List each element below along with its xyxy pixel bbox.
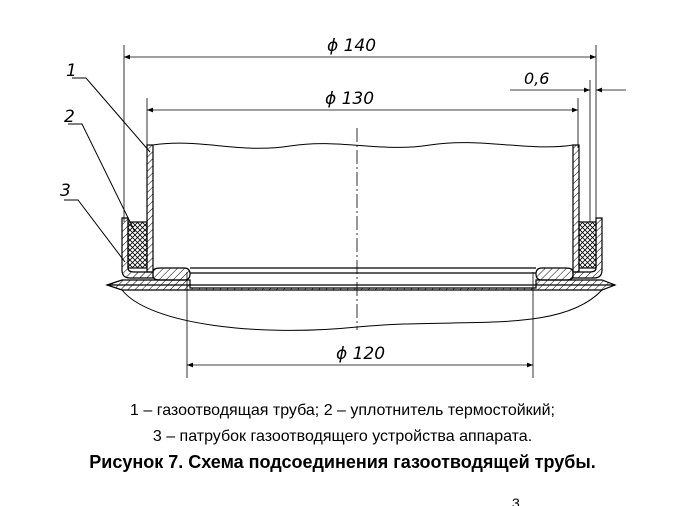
base-plate	[105, 279, 617, 331]
dimension-gap: 0,6	[510, 69, 626, 222]
gas-outlet-pipe	[146, 144, 580, 281]
pipe-top-wavy-edge	[152, 142, 574, 149]
dimension-inner-label: ϕ 130	[325, 89, 374, 109]
callout-2: 2	[64, 107, 136, 233]
dimension-bottom-label: ϕ 120	[336, 344, 385, 364]
dimension-outer-label: ϕ 140	[327, 36, 376, 56]
dimension-gap-label: 0,6	[524, 69, 549, 88]
callout-2-label: 2	[64, 107, 75, 127]
figure-title: Рисунок 7. Схема подсоединения газоотвод…	[89, 452, 596, 472]
callout-3-label: 3	[60, 181, 71, 201]
callout-3: 3	[60, 181, 126, 263]
next-text-fragment: 3	[512, 496, 520, 506]
heat-resistant-seal	[127, 221, 597, 269]
device-nozzle	[121, 217, 603, 279]
legend-line-1: 1 – газоотводящая труба; 2 – уплотнитель…	[130, 402, 555, 419]
dimension-inner: ϕ 130	[146, 89, 579, 148]
legend-line-2: 3 – патрубок газоотводящего устройства а…	[152, 428, 533, 445]
pipe-connection-drawing: ϕ 140 ϕ 130 0,6 ϕ 120	[60, 36, 626, 378]
callout-1-label: 1	[66, 61, 77, 81]
callout-1: 1	[66, 61, 151, 153]
dimension-outer: ϕ 140	[123, 36, 597, 222]
